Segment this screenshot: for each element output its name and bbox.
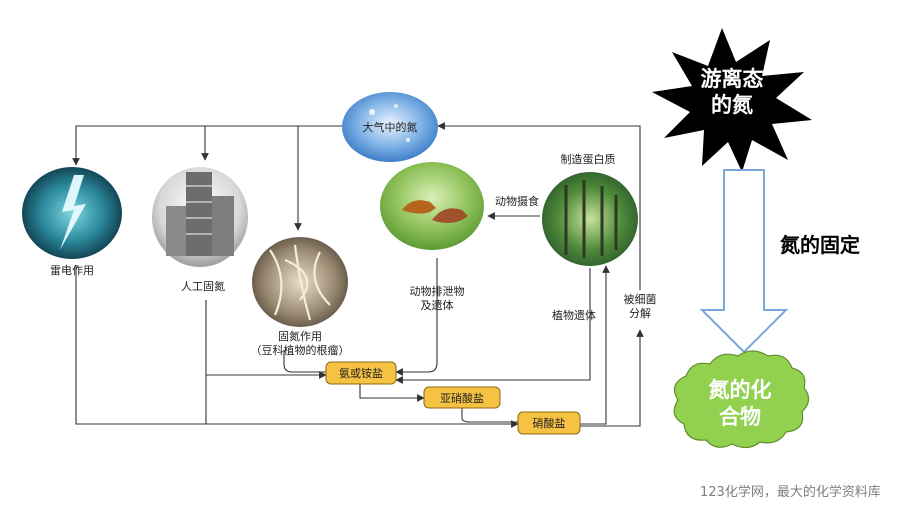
line-nitrate-to-decompose xyxy=(580,329,644,427)
ammonium-box: 氨或铵盐 xyxy=(325,361,397,385)
industrial-label: 人工固氮 xyxy=(181,279,225,293)
fixation-title: 氮的固定 xyxy=(780,233,860,257)
cattle-image xyxy=(380,162,484,250)
compound-line2: 合物 xyxy=(719,405,761,429)
nitrite-label: 亚硝酸盐 xyxy=(440,391,484,405)
ammonium-label: 氨或铵盐 xyxy=(339,366,383,380)
compound-line1: 氮的化 xyxy=(709,378,772,402)
line-plant-remains-to-ammonium xyxy=(395,268,591,384)
lightning-image xyxy=(22,167,122,259)
free-nitrogen-line2: 的氮 xyxy=(711,93,753,117)
excretion-label-line1: 动物排泄物 xyxy=(410,284,465,298)
line-decompose-to-atmos xyxy=(437,122,641,290)
line-nitrite-to-nitrate xyxy=(461,408,518,423)
lightning-label: 雷电作用 xyxy=(50,264,94,277)
excretion-label-line2: 及遗体 xyxy=(421,298,454,312)
free-nitrogen-star xyxy=(652,28,812,172)
protein-label: 制造蛋白质 xyxy=(561,152,616,166)
nitrate-box: 硝酸盐 xyxy=(517,411,581,435)
line-lightning-to-nitrate xyxy=(75,265,519,428)
atmosphere-label: 大气中的氮 xyxy=(363,120,418,134)
cycle-lines xyxy=(72,122,644,428)
fixation-label-line1: 固氮作用 xyxy=(278,329,322,343)
nitrite-box: 亚硝酸盐 xyxy=(423,386,501,409)
line-ammonium-to-nitrite xyxy=(359,384,425,402)
atmosphere-image xyxy=(342,92,438,162)
line-fixation-to-ammonium xyxy=(283,350,326,373)
line-excretion-to-ammonium xyxy=(395,258,438,376)
nitrate-label: 硝酸盐 xyxy=(533,416,566,430)
decompose-label-line2: 分解 xyxy=(629,306,651,320)
roots-image xyxy=(252,237,348,327)
free-nitrogen-line1: 游离态 xyxy=(701,67,764,91)
fixation-down-arrow xyxy=(699,169,789,354)
animal-eat-label: 动物摄食 xyxy=(495,194,539,208)
plant-remains-label: 植物遗体 xyxy=(552,308,596,322)
line-atmos-to-lightning xyxy=(72,125,342,166)
watermark-text: 123化学网，最大的化学资料库 xyxy=(700,485,881,500)
factory-image xyxy=(152,167,248,267)
line-nitrate-to-plants xyxy=(580,265,610,425)
decompose-label-line1: 被细菌 xyxy=(624,293,657,306)
compound-cloud xyxy=(673,350,810,449)
forest-image xyxy=(542,172,638,266)
fixation-label-line2: （豆科植物的根瘤） xyxy=(251,343,350,357)
